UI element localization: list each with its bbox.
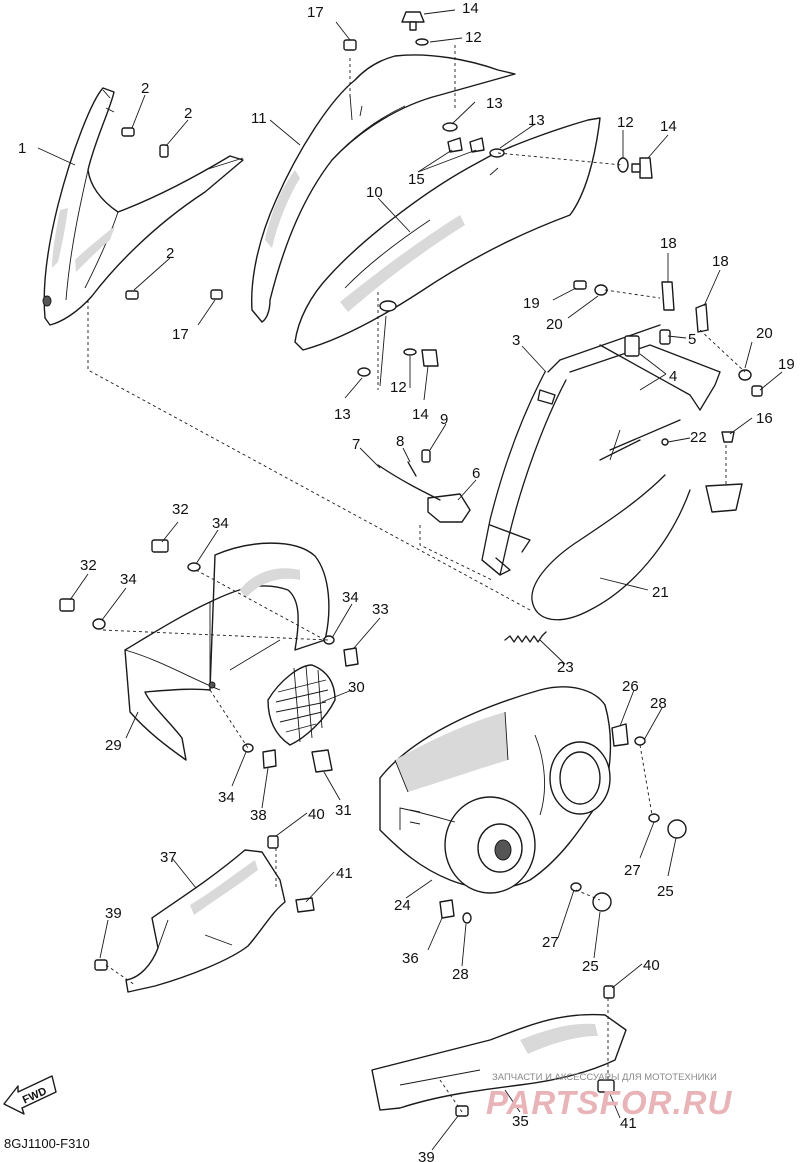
callout-11: 11 <box>251 110 267 127</box>
callout-17: 17 <box>172 326 189 343</box>
callout-labels: 1 2 2 2 3 4 5 6 7 8 9 10 11 12 12 12 13 … <box>18 0 795 1162</box>
callout-8: 8 <box>396 433 404 450</box>
callout-4: 4 <box>669 368 677 385</box>
callout-36: 36 <box>402 950 419 967</box>
part-29-inner-cover <box>124 542 330 761</box>
watermark-brand-for: FOR <box>600 1084 673 1121</box>
callout-29: 29 <box>105 737 122 754</box>
callout-14: 14 <box>462 0 479 17</box>
diagram-code: 8GJ1100-F310 <box>4 1136 90 1151</box>
callout-14: 14 <box>660 118 677 135</box>
callout-16: 16 <box>756 410 773 427</box>
callout-3: 3 <box>512 332 520 349</box>
callout-33: 33 <box>372 601 389 618</box>
callout-13: 13 <box>334 406 351 423</box>
leader-lines <box>37 9 783 1151</box>
callout-40: 40 <box>643 957 660 974</box>
callout-34: 34 <box>342 589 359 606</box>
watermark-brand: PARTSFOR.RU <box>486 1084 732 1121</box>
callout-34: 34 <box>212 515 229 532</box>
callout-25: 25 <box>657 883 674 900</box>
watermark-tagline: ЗАПЧАСТИ И АКСЕССУАРЫ ДЛЯ МОТОТЕХНИКИ <box>492 1072 717 1083</box>
callout-30: 30 <box>348 679 365 696</box>
callout-37: 37 <box>160 849 177 866</box>
left-fasteners <box>59 539 359 773</box>
callout-39: 39 <box>418 1149 435 1162</box>
callout-32: 32 <box>172 501 189 518</box>
callout-21: 21 <box>652 584 669 601</box>
callout-12: 12 <box>617 114 634 131</box>
watermark: ЗАПЧАСТИ И АКСЕССУАРЫ ДЛЯ МОТОТЕХНИКИ PA… <box>486 1072 732 1121</box>
callout-22: 22 <box>690 429 707 446</box>
callout-10: 10 <box>366 184 383 201</box>
part-30-grille <box>267 664 336 746</box>
part-24-cvt-cover <box>379 686 612 894</box>
part-10-lower-side-panel <box>294 117 601 351</box>
callout-18: 18 <box>712 253 729 270</box>
callout-28: 28 <box>452 966 469 983</box>
callout-34: 34 <box>120 571 137 588</box>
part-3-4-bracket-frame <box>481 324 721 576</box>
callout-17: 17 <box>307 4 324 21</box>
callout-15: 15 <box>408 171 425 188</box>
callout-7: 7 <box>352 436 360 453</box>
callout-38: 38 <box>250 807 267 824</box>
callout-40: 40 <box>308 806 325 823</box>
watermark-brand-tld: .RU <box>672 1084 732 1121</box>
part-23-spring <box>504 631 547 643</box>
callout-23: 23 <box>557 659 574 676</box>
callout-31: 31 <box>335 802 352 819</box>
callout-13: 13 <box>486 95 503 112</box>
callout-1: 1 <box>18 140 26 157</box>
callout-9: 9 <box>440 411 448 428</box>
callout-12: 12 <box>465 29 482 46</box>
part-21-cable <box>531 474 691 621</box>
callout-39: 39 <box>105 905 122 922</box>
forward-direction-arrow: FWD <box>3 1075 57 1115</box>
callout-20: 20 <box>546 316 563 333</box>
callout-41: 41 <box>336 865 353 882</box>
callout-26: 26 <box>622 678 639 695</box>
callout-34: 34 <box>218 789 235 806</box>
part-11-upper-side-panel <box>251 54 516 323</box>
callout-35: 35 <box>512 1113 529 1130</box>
callout-13: 13 <box>528 112 545 129</box>
callout-32: 32 <box>80 557 97 574</box>
callout-2: 2 <box>184 105 192 122</box>
small-fasteners <box>121 11 763 523</box>
callout-2: 2 <box>141 80 149 97</box>
part-35-lower-right-panel <box>371 985 627 1117</box>
callout-24: 24 <box>394 897 411 914</box>
callout-20: 20 <box>756 325 773 342</box>
callout-5: 5 <box>688 331 696 348</box>
callout-19: 19 <box>778 356 795 373</box>
callout-25: 25 <box>582 958 599 975</box>
callout-2: 2 <box>166 245 174 262</box>
callout-18: 18 <box>660 235 677 252</box>
callout-41: 41 <box>620 1115 637 1132</box>
watermark-brand-parts: PARTS <box>486 1084 600 1121</box>
callout-27: 27 <box>624 862 641 879</box>
callout-28: 28 <box>650 695 667 712</box>
callout-27: 27 <box>542 934 559 951</box>
callout-12: 12 <box>390 379 407 396</box>
callout-14: 14 <box>412 406 429 423</box>
callout-19: 19 <box>523 295 540 312</box>
part-37-lower-left-panel <box>94 835 315 993</box>
part-1-front-cowl <box>42 87 244 326</box>
callout-6: 6 <box>472 465 480 482</box>
